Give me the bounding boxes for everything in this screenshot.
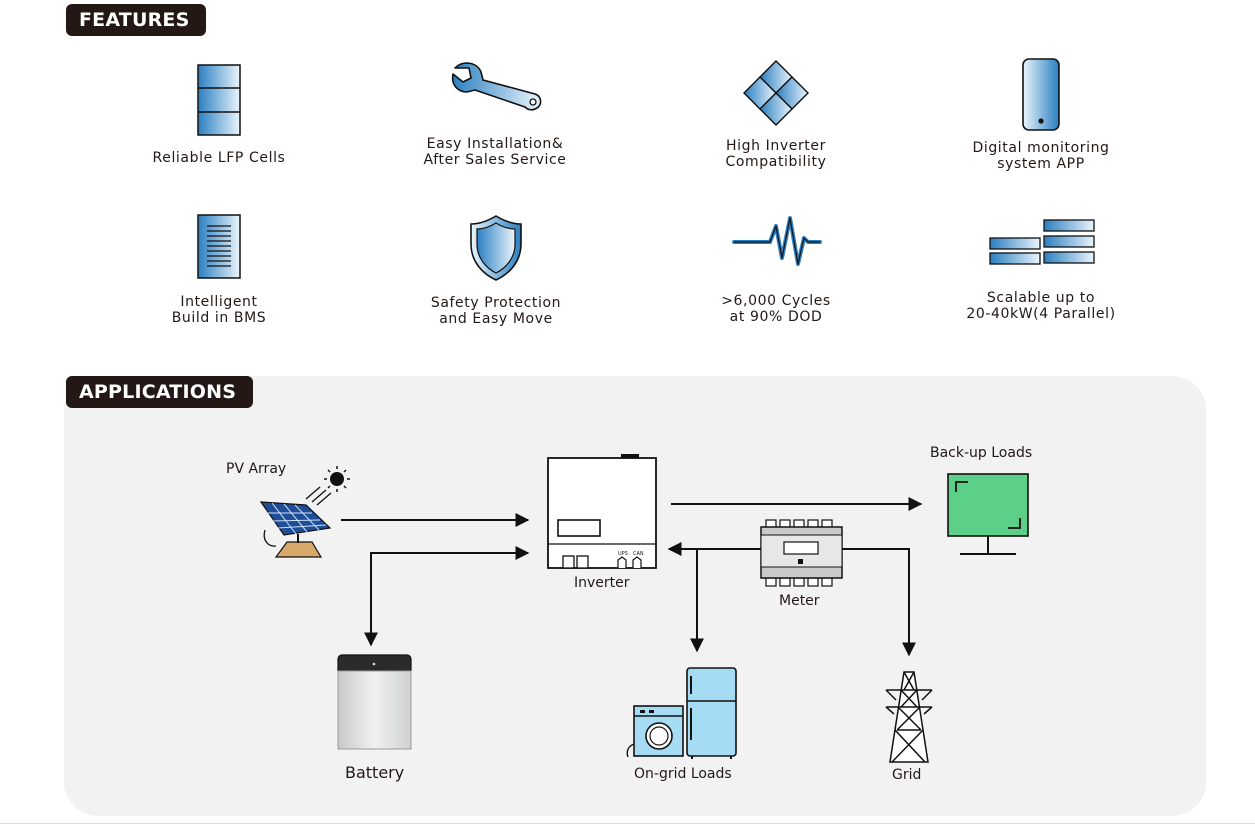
ups-port-label: UPS <box>618 551 628 557</box>
feature-cycles: >6,000 Cycles at 90% DOD <box>656 214 896 334</box>
bottom-divider <box>0 823 1255 824</box>
feature-label: Reliable LFP Cells <box>152 150 286 166</box>
grid-label: Grid <box>892 767 922 783</box>
waveform-icon <box>732 216 822 266</box>
feature-lfp-cells: Reliable LFP Cells <box>99 60 339 180</box>
feature-label: Intelligent Build in BMS <box>171 294 267 326</box>
feature-installation: Easy Installation& After Sales Service <box>375 60 615 180</box>
ongrid-loads-label: On-grid Loads <box>634 766 732 782</box>
pv-array-label: PV Array <box>226 461 287 477</box>
power-tower-icon <box>885 671 933 763</box>
battery-label: Battery <box>345 763 405 782</box>
refrigerator-icon <box>686 667 737 759</box>
diamond-grid-icon <box>743 60 809 126</box>
inverter-icon: UPS CAN <box>547 454 657 569</box>
feature-label: High Inverter Compatibility <box>725 138 827 170</box>
applications-heading: APPLICATIONS <box>66 376 254 408</box>
feature-label: >6,000 Cycles at 90% DOD <box>721 293 831 325</box>
backup-loads-label: Back-up Loads <box>930 445 1033 461</box>
smartphone-icon <box>1022 58 1060 131</box>
battery-unit-icon <box>337 654 412 750</box>
sun-icon <box>305 466 350 506</box>
feature-label: Safety Protection and Easy Move <box>430 295 562 327</box>
feature-safety: Safety Protection and Easy Move <box>376 214 616 334</box>
feature-scalable: Scalable up to 20-40kW(4 Parallel) <box>921 214 1161 334</box>
bms-board-icon <box>197 214 241 279</box>
shield-icon <box>470 215 522 281</box>
meter-icon <box>760 519 843 587</box>
connector-lines <box>341 497 923 657</box>
monitor-icon <box>947 473 1029 555</box>
battery-cells-icon <box>197 64 241 136</box>
feature-label: Digital monitoring system APP <box>972 140 1110 172</box>
feature-compatibility: High Inverter Compatibility <box>656 60 896 180</box>
solar-panel-icon <box>259 501 332 558</box>
feature-label: Easy Installation& After Sales Service <box>423 136 567 168</box>
can-port-label: CAN <box>633 551 644 557</box>
feature-monitoring-app: Digital monitoring system APP <box>921 58 1161 178</box>
inverter-label: Inverter <box>574 575 630 591</box>
washing-machine-icon <box>626 705 684 758</box>
wrench-icon <box>451 62 542 111</box>
features-heading: FEATURES <box>66 4 207 36</box>
feature-bms: Intelligent Build in BMS <box>99 214 339 334</box>
feature-label: Scalable up to 20-40kW(4 Parallel) <box>966 290 1116 322</box>
meter-label: Meter <box>779 593 820 609</box>
stacked-modules-icon <box>989 219 1095 265</box>
